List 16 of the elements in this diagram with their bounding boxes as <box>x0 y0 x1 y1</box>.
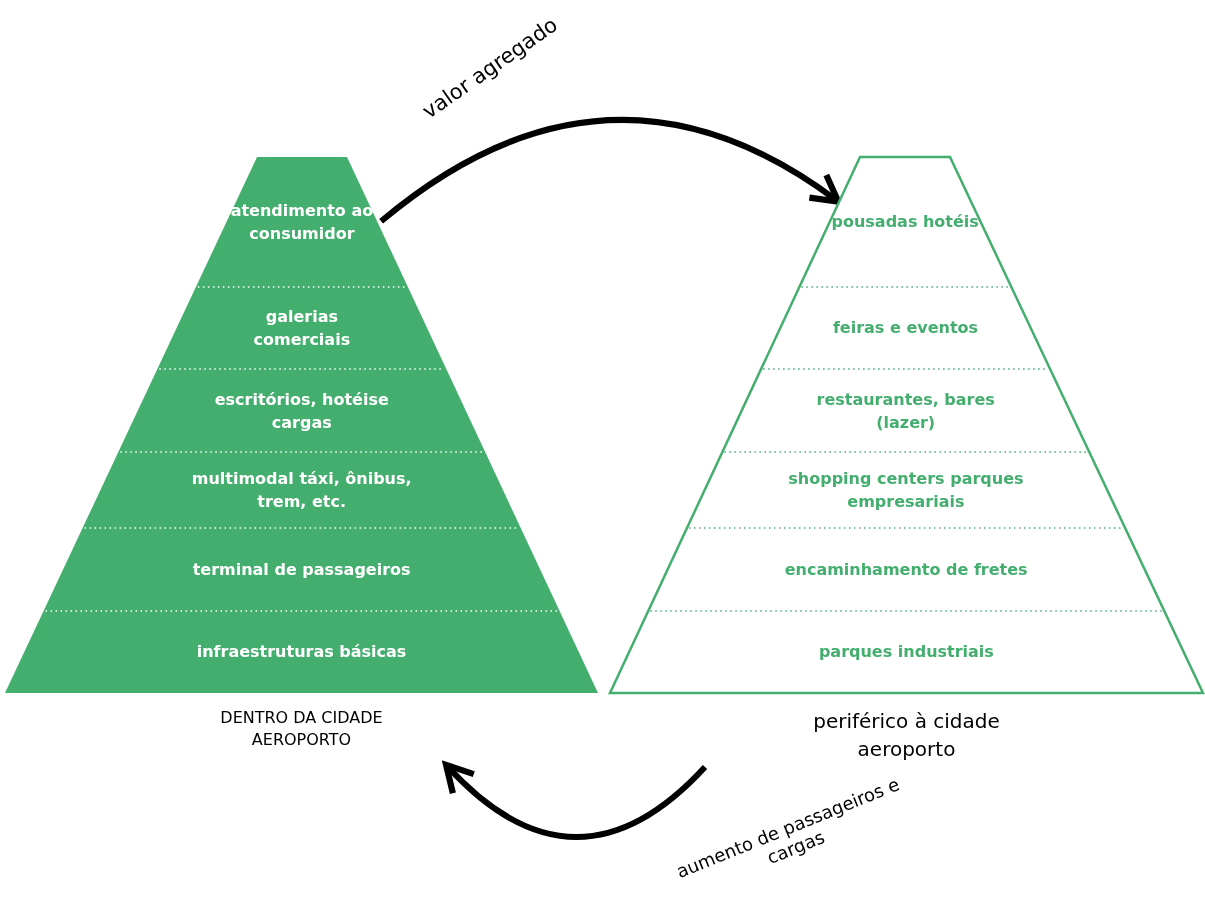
layer-label: escritórios, hotéise cargas <box>186 387 418 434</box>
layer-label: infraestruturas básicas <box>196 640 407 664</box>
layer-label: parques industriais <box>818 640 994 664</box>
pyramid-caption: DENTRO DA CIDADE AEROPORTO <box>219 707 384 752</box>
layer-label: restaurantes, bares (lazer) <box>790 387 1022 434</box>
layer-label: atendimento ao consumidor <box>226 198 377 246</box>
layer-label: feiras e eventos <box>832 316 979 340</box>
layer-label: galerias comerciais <box>217 304 387 352</box>
pyramid-caption: periférico à cidade aeroporto <box>812 708 1001 763</box>
layer-label: pousadas hotéis <box>831 210 979 234</box>
layer-label: multimodal táxi, ônibus, trem, etc. <box>171 466 432 514</box>
curved-arrow <box>379 117 842 224</box>
layer-label: shopping centers parques empresariais <box>775 466 1036 514</box>
curved-arrow <box>442 761 708 840</box>
layer-label: encaminhamento de fretes <box>784 557 1028 582</box>
layer-label: terminal de passageiros <box>192 557 411 582</box>
